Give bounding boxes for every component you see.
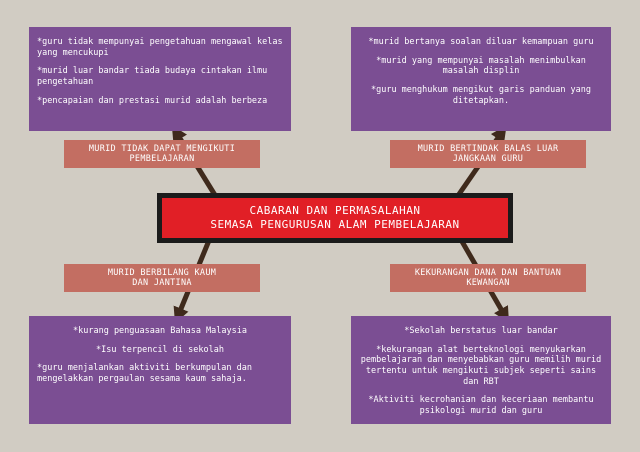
label-bottom-right-line-1: KEKURANGAN DANA DAN BANTUAN — [414, 267, 562, 278]
box-bottom-right-item-3: *Aktiviti kecrohanian dan keceriaan memb… — [368, 395, 594, 416]
label-top-right-line-2: JANGKAAN GURU — [452, 154, 524, 164]
box-bottom-left-item-3: *guru menjalankan aktiviti berkumpulan d… — [37, 363, 252, 384]
label-bottom-right: KEKURANGAN DANA DAN BANTUAN KEWANGAN — [390, 264, 586, 292]
center-title-line-2: SEMASA PENGURUSAN ALAM PEMBELAJARAN — [210, 218, 460, 231]
box-top-left-item-2: *murid luar bandar tiada budaya cintakan… — [37, 66, 268, 87]
box-top-right-item-2: *murid yang mempunyai masalah menimbulka… — [376, 55, 586, 77]
box-top-left-item-1: *guru tidak mempunyai pengetahuan mengaw… — [37, 37, 283, 58]
box-bottom-left-item-2: *Isu terpencil di sekolah — [96, 344, 224, 355]
label-top-right: MURID BERTINDAK BALAS LUAR JANGKAAN GURU — [390, 140, 586, 168]
label-bottom-left-line-2: DAN JANTINA — [132, 278, 192, 288]
label-top-left-line-2: PEMBELAJARAN — [129, 154, 195, 164]
label-bottom-right-line-2: KEWANGAN — [466, 278, 510, 288]
label-bottom-left: MURID BERBILANG KAUM DAN JANTINA — [64, 264, 260, 292]
label-top-left: MURID TIDAK DAPAT MENGIKUTI PEMBELAJARAN — [64, 140, 260, 168]
center-title-box: CABARAN DAN PERMASALAHAN SEMASA PENGURUS… — [157, 193, 513, 243]
label-bottom-left-line-1: MURID BERBILANG KAUM — [107, 267, 217, 278]
box-top-right: *murid bertanya soalan diluar kemampuan … — [351, 27, 611, 131]
box-top-left: *guru tidak mempunyai pengetahuan mengaw… — [29, 27, 291, 131]
box-top-right-item-1: *murid bertanya soalan diluar kemampuan … — [368, 37, 594, 47]
center-title-line-1: CABARAN DAN PERMASALAHAN — [249, 204, 421, 218]
box-top-right-item-3: *guru menghukum mengikut garis panduan y… — [370, 84, 592, 106]
box-bottom-right: *Sekolah berstatus luar bandar *kekurang… — [351, 316, 611, 424]
box-bottom-right-item-2: *kekurangan alat berteknologi menyukarka… — [360, 344, 602, 387]
label-top-left-line-1: MURID TIDAK DAPAT MENGIKUTI — [88, 143, 236, 154]
box-bottom-right-item-1: *Sekolah berstatus luar bandar — [404, 326, 558, 336]
box-top-left-item-3: *pencapaian dan prestasi murid adalah be… — [37, 95, 268, 106]
label-top-right-line-1: MURID BERTINDAK BALAS LUAR — [417, 143, 559, 154]
box-bottom-left-item-1: *kurang penguasaan Bahasa Malaysia — [73, 326, 247, 336]
center-title: CABARAN DAN PERMASALAHAN SEMASA PENGURUS… — [162, 198, 508, 238]
box-bottom-left: *kurang penguasaan Bahasa Malaysia *Isu … — [29, 316, 291, 424]
